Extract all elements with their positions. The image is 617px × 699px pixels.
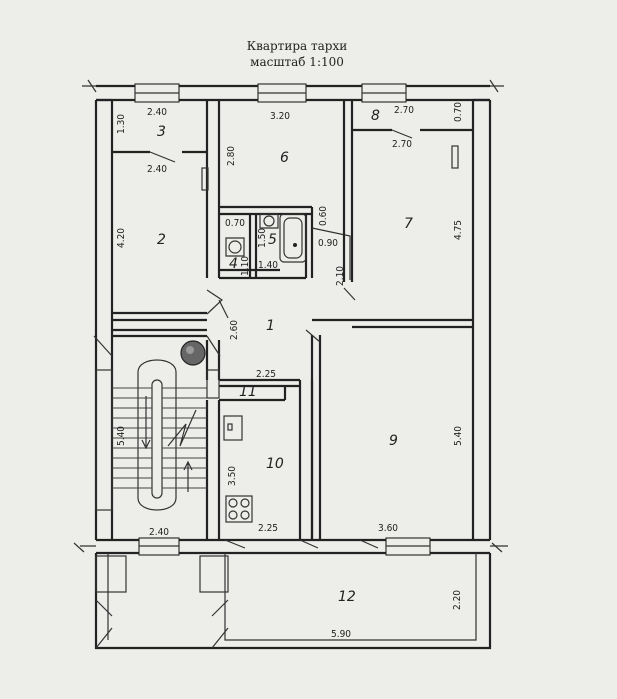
dim-r7-side: 4.75	[453, 220, 464, 240]
staircase	[95, 340, 220, 511]
dim-r4-side: 1.10	[240, 256, 251, 276]
dim-r6-top: 3.20	[270, 111, 290, 122]
dim-r11-top: 2.25	[256, 369, 276, 380]
dim-stair-bottom: 2.40	[149, 527, 169, 538]
room-number-4: 4	[229, 256, 238, 272]
dim-r12-bottom: 5.90	[331, 629, 351, 640]
dim-r8-side: 0.70	[453, 102, 464, 122]
kitchen-fixtures	[223, 415, 253, 523]
room-number-5: 5	[268, 232, 277, 248]
dim-hall-260: 2.60	[229, 320, 240, 340]
dim-r3-bottom: 2.40	[147, 164, 167, 175]
plan-title: Квартира тархи	[247, 39, 347, 53]
room-number-8: 8	[371, 108, 380, 124]
room-number-10: 10	[266, 456, 284, 472]
dim-r3-top: 2.40	[147, 107, 167, 118]
room-number-6: 6	[280, 150, 289, 166]
dim-r5-right: 0.60	[318, 206, 329, 226]
room-number-11: 11	[239, 384, 257, 400]
dim-r3-side: 1.30	[116, 114, 127, 134]
bathroom-fixtures	[225, 213, 307, 278]
dim-r9-side: 5.40	[453, 426, 464, 446]
room-number-9: 9	[389, 433, 398, 449]
bottom-windows	[138, 537, 431, 556]
dim-r10-side: 3.50	[227, 466, 238, 486]
dim-r2-side: 4.20	[116, 228, 127, 248]
door-swings	[201, 145, 459, 549]
dim-r12-side: 2.20	[452, 590, 463, 610]
room-number-12: 12	[338, 589, 356, 605]
room-number-2: 2	[157, 232, 166, 248]
dim-stair-side: 5.40	[116, 426, 127, 446]
room-labels: 3 2 6 8 7 5 4 1 11 10 9 12	[157, 108, 413, 605]
dim-r8-top: 2.70	[394, 105, 414, 116]
room-number-1: 1	[266, 318, 275, 334]
dim-r5-side: 1.50	[257, 228, 268, 248]
room-number-7: 7	[404, 216, 413, 232]
dim-hall-090: 0.90	[318, 238, 338, 249]
balcony	[94, 553, 492, 650]
dim-r4-top: 0.70	[225, 218, 245, 229]
room-number-3: 3	[157, 124, 166, 140]
plan-scale: масштаб 1:100	[250, 55, 344, 69]
dim-hall-210: 2.10	[335, 266, 346, 286]
dim-r9-bottom: 3.60	[378, 523, 398, 534]
dim-r7-top: 2.70	[392, 139, 412, 150]
dim-r6-side: 2.80	[226, 146, 237, 166]
dim-r5-bottom: 1.40	[258, 260, 278, 271]
top-windows	[134, 83, 407, 103]
dimension-labels: 2.40 1.30 2.40 4.20 3.20 2.80 2.70 0.70 …	[116, 102, 464, 640]
dim-r10-bottom: 2.25	[258, 523, 278, 534]
